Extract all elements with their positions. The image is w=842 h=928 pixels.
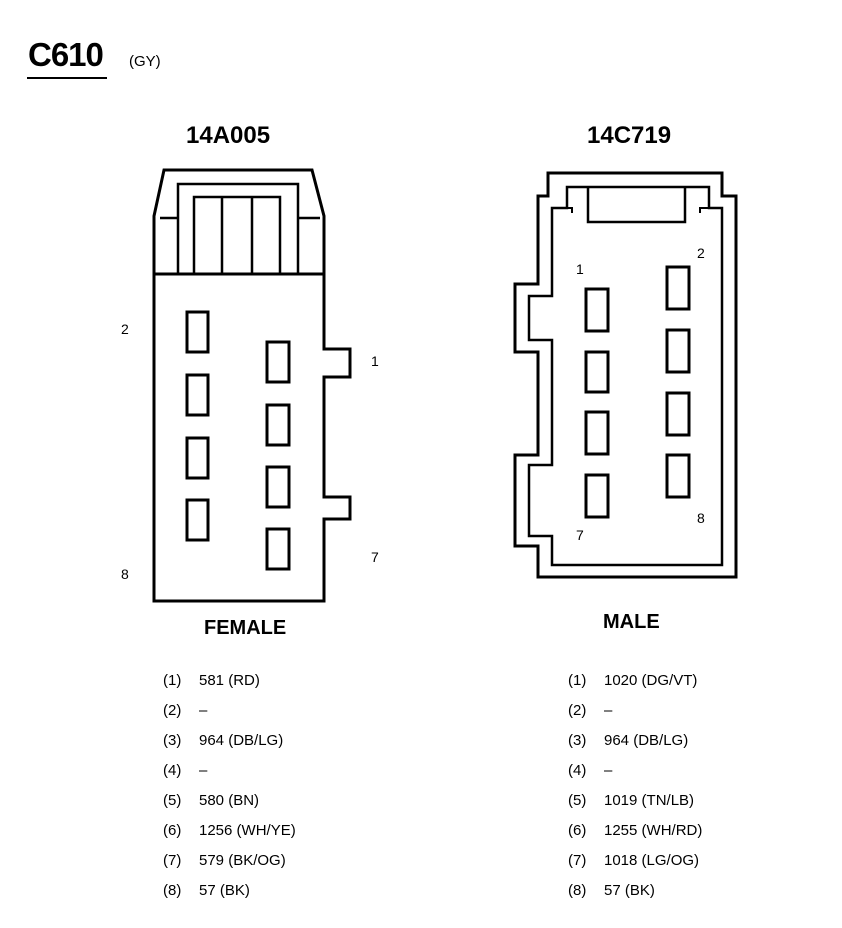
female-cavity bbox=[185, 436, 210, 480]
male-pin bbox=[584, 473, 610, 519]
circuit-value: – bbox=[604, 702, 613, 719]
female-pin-label-7: 7 bbox=[371, 549, 379, 565]
connector-id: C610 bbox=[28, 36, 104, 73]
female-latch-inner bbox=[176, 182, 300, 274]
pin-number: (8) bbox=[163, 882, 182, 899]
female-pin-label-2: 2 bbox=[121, 321, 129, 337]
circuit-value: 581 (RD) bbox=[199, 672, 260, 689]
female-cavity bbox=[185, 310, 210, 354]
circuit-value: 1256 (WH/YE) bbox=[199, 822, 296, 839]
pin-number: (7) bbox=[568, 852, 587, 869]
female-latch-outer bbox=[152, 168, 326, 274]
female-connector-body bbox=[152, 272, 352, 603]
circuit-value: 580 (BN) bbox=[199, 792, 260, 809]
female-pin-label-1: 1 bbox=[371, 353, 379, 369]
male-pin bbox=[584, 287, 610, 333]
circuit-value: – bbox=[199, 702, 208, 719]
female-cavity bbox=[265, 403, 291, 447]
right-part-number: 14C719 bbox=[587, 122, 672, 149]
male-pin bbox=[665, 391, 691, 437]
female-connector-drawing bbox=[152, 168, 352, 603]
connector-color-code: (GY) bbox=[129, 53, 161, 70]
pin-number: (3) bbox=[568, 732, 587, 749]
male-pin bbox=[584, 410, 610, 456]
female-cavity bbox=[185, 373, 210, 417]
male-keyway-shoulders bbox=[552, 207, 709, 213]
male-connector-inner bbox=[527, 185, 724, 567]
male-gender-label: MALE bbox=[603, 611, 660, 633]
circuit-value: 1020 (DG/VT) bbox=[604, 672, 698, 689]
title-underline bbox=[27, 77, 107, 79]
male-pin bbox=[665, 265, 691, 311]
circuit-value: – bbox=[199, 762, 208, 779]
pin-number: (7) bbox=[163, 852, 182, 869]
male-pin-label-2: 2 bbox=[697, 245, 705, 261]
female-pin-label-8: 8 bbox=[121, 566, 129, 582]
pin-number: (4) bbox=[163, 762, 182, 779]
pin-number: (4) bbox=[568, 762, 587, 779]
female-gender-label: FEMALE bbox=[204, 617, 287, 639]
male-pin bbox=[665, 328, 691, 374]
male-keyway bbox=[586, 187, 687, 224]
male-pin-label-1: 1 bbox=[576, 261, 584, 277]
pin-number: (3) bbox=[163, 732, 182, 749]
pin-number: (6) bbox=[568, 822, 587, 839]
male-connector-outer bbox=[513, 171, 738, 579]
female-latch-block bbox=[192, 195, 282, 276]
circuit-value: 1019 (TN/LB) bbox=[604, 792, 695, 809]
circuit-value: 579 (BK/OG) bbox=[199, 852, 286, 869]
female-cavity bbox=[265, 527, 291, 571]
circuit-value: 964 (DB/LG) bbox=[199, 732, 284, 749]
male-pin bbox=[584, 350, 610, 394]
pin-number: (8) bbox=[568, 882, 587, 899]
male-connector-drawing bbox=[513, 171, 738, 579]
pin-number: (1) bbox=[568, 672, 587, 689]
male-pin-label-8: 8 bbox=[697, 510, 705, 526]
female-cavity bbox=[265, 340, 291, 384]
male-pin-label-7: 7 bbox=[576, 527, 584, 543]
circuit-value: 1255 (WH/RD) bbox=[604, 822, 703, 839]
female-cavity bbox=[265, 465, 291, 509]
circuit-value: 57 (BK) bbox=[604, 882, 655, 899]
circuit-value: 964 (DB/LG) bbox=[604, 732, 689, 749]
circuit-value: – bbox=[604, 762, 613, 779]
male-pin bbox=[665, 453, 691, 499]
pin-number: (6) bbox=[163, 822, 182, 839]
pin-number: (5) bbox=[568, 792, 587, 809]
pin-number: (2) bbox=[163, 702, 182, 719]
female-cavity bbox=[185, 498, 210, 542]
pin-number: (1) bbox=[163, 672, 182, 689]
circuit-value: 57 (BK) bbox=[199, 882, 250, 899]
pin-number: (5) bbox=[163, 792, 182, 809]
circuit-value: 1018 (LG/OG) bbox=[604, 852, 700, 869]
left-part-number: 14A005 bbox=[186, 122, 271, 149]
pin-number: (2) bbox=[568, 702, 587, 719]
female-latch-ribs bbox=[220, 197, 254, 274]
